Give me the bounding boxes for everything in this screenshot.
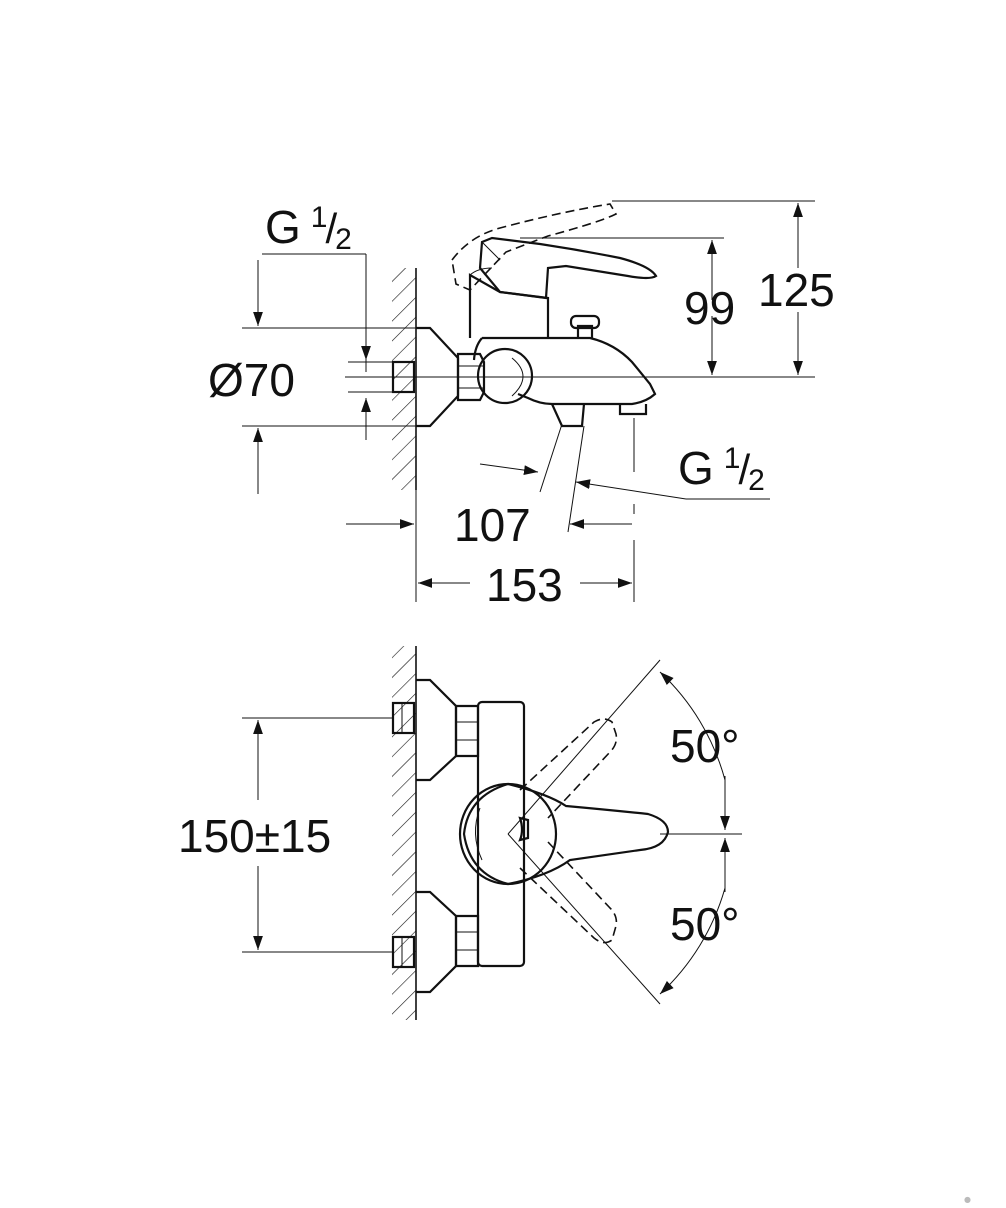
depth-153-label: 153 xyxy=(486,559,563,611)
lever-alt-upper xyxy=(519,718,618,819)
mixer-body-front xyxy=(476,700,526,968)
wall-side xyxy=(392,268,417,490)
depth-107-label: 107 xyxy=(454,499,531,551)
front-view: 50° 50° 150±15 xyxy=(178,646,742,1020)
height-125-label: 125 xyxy=(758,264,835,316)
angle-lower-label: 50° xyxy=(670,898,740,950)
spacing-label: 150±15 xyxy=(178,810,331,862)
connector-lower xyxy=(391,890,480,994)
depth-153-dimension xyxy=(415,418,635,602)
diameter-label: Ø70 xyxy=(208,354,295,406)
depth-107-dimension xyxy=(346,423,632,533)
thread-dimension-top xyxy=(262,253,392,440)
angle-construction xyxy=(507,659,742,1005)
height-99-label: 99 xyxy=(684,282,735,334)
watermark-dot: ● xyxy=(964,1195,971,1204)
diameter-dimension xyxy=(242,260,815,494)
lever-front xyxy=(458,782,670,886)
thread-dimension-right xyxy=(575,479,770,500)
spacing-dimension xyxy=(242,717,392,953)
height-125-dimension xyxy=(612,200,815,375)
mixer-body-side xyxy=(451,203,658,428)
height-99-dimension xyxy=(520,237,724,375)
diverter-knob xyxy=(569,314,601,338)
lever-alt-lower xyxy=(519,841,618,944)
angle-upper-label: 50° xyxy=(670,720,740,772)
wall-front xyxy=(392,646,417,1020)
